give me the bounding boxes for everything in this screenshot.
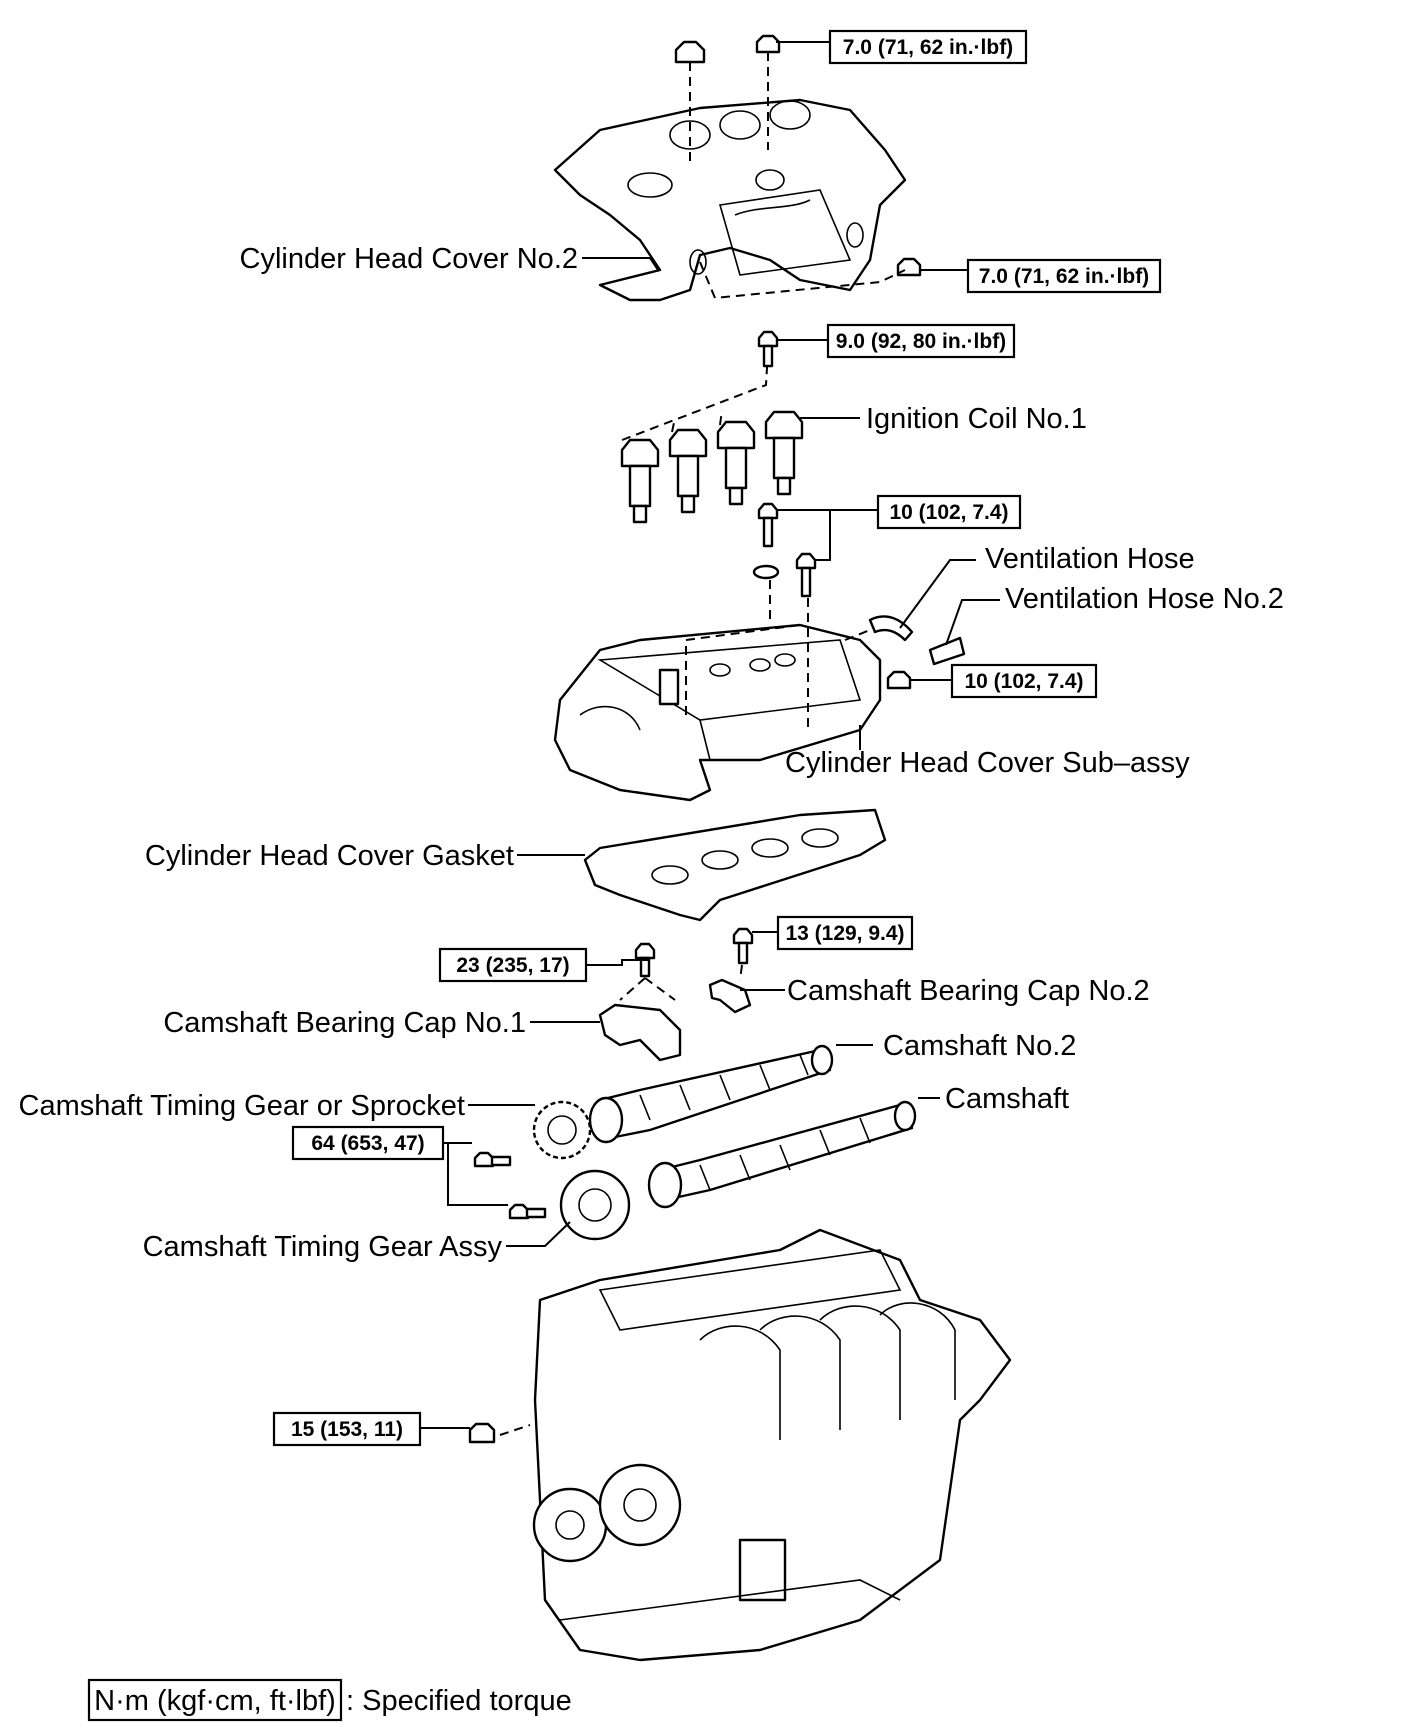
legend-meaning: : Specified torque: [346, 1685, 572, 1717]
torque-box-ignition-coil: 9.0 (92, 80 in.·lbf): [826, 323, 1016, 359]
washer-icon: [752, 564, 780, 580]
torque-box-bearing-cap-no1: 23 (235, 17): [438, 947, 588, 983]
bolt-icon: [757, 330, 817, 598]
torque-box-bearing-cap-no2: 13 (129, 9.4): [776, 915, 914, 951]
label-cylinder-head-cover-gasket: Cylinder Head Cover Gasket: [145, 840, 514, 872]
label-ventilation-hose: Ventilation Hose: [985, 543, 1195, 575]
label-camshaft-no2: Camshaft No.2: [883, 1030, 1076, 1062]
svg-text:9.0 (92, 80 in.·lbf): 9.0 (92, 80 in.·lbf): [836, 330, 1006, 353]
torque-box-cover-top: 7.0 (71, 62 in.·lbf): [828, 29, 1028, 65]
svg-text:64 (653, 47): 64 (653, 47): [311, 1132, 424, 1155]
leader-lines: [420, 41, 968, 1429]
cylinder-head-cover-no2-drawing: [553, 98, 907, 302]
legend-unit-box: [87, 1678, 343, 1722]
ignition-coils-drawing: [620, 410, 804, 524]
svg-text:7.0 (71, 62 in.·lbf): 7.0 (71, 62 in.·lbf): [843, 36, 1013, 59]
torque-box-timing-gear: 64 (653, 47): [291, 1125, 445, 1161]
torque-box-head-cover-side: 10 (102, 7.4): [950, 663, 1098, 699]
camshafts-drawing: [588, 1044, 917, 1209]
cylinder-head-cover-gasket-drawing: [583, 808, 887, 922]
svg-text:15 (153, 11): 15 (153, 11): [291, 1418, 403, 1441]
label-camshaft-timing-gear-assy: Camshaft Timing Gear Assy: [143, 1231, 503, 1263]
timing-gears-drawing: [473, 1100, 631, 1241]
svg-text:13 (129, 9.4): 13 (129, 9.4): [785, 922, 904, 945]
engine-block-drawing: [468, 1228, 1012, 1662]
torque-box-head-cover-top: 10 (102, 7.4): [876, 494, 1022, 530]
label-camshaft-bearing-cap-no1: Camshaft Bearing Cap No.1: [163, 1007, 526, 1039]
label-ventilation-hose-no2: Ventilation Hose No.2: [1005, 583, 1284, 615]
label-ignition-coil-no1: Ignition Coil No.1: [866, 403, 1087, 435]
svg-text:7.0 (71, 62 in.·lbf): 7.0 (71, 62 in.·lbf): [979, 265, 1149, 288]
svg-text:10 (102, 7.4): 10 (102, 7.4): [964, 670, 1083, 693]
label-camshaft-timing-gear-or-sprocket: Camshaft Timing Gear or Sprocket: [19, 1090, 465, 1122]
label-cylinder-head-cover-subassy: Cylinder Head Cover Sub–assy: [785, 747, 1190, 779]
nut-icon: [886, 670, 912, 690]
camshaft-bearing-caps-drawing: [598, 927, 754, 1062]
svg-text:10 (102, 7.4): 10 (102, 7.4): [889, 501, 1008, 524]
label-camshaft-bearing-cap-no2: Camshaft Bearing Cap No.2: [787, 975, 1150, 1007]
cylinder-head-cover-subassy-drawing: [553, 623, 882, 802]
nut-icon: [674, 34, 922, 277]
label-cylinder-head-cover-no2: Cylinder Head Cover No.2: [240, 243, 578, 275]
legend-unit-text: N·m (kgf·cm, ft·lbf): [94, 1685, 336, 1717]
svg-text:23 (235, 17): 23 (235, 17): [456, 954, 569, 977]
ventilation-hoses-drawing: [868, 559, 1000, 666]
torque-box-cover-side: 7.0 (71, 62 in.·lbf): [966, 258, 1162, 294]
label-camshaft: Camshaft: [945, 1083, 1069, 1115]
torque-legend: N·m (kgf·cm, ft·lbf) : Specified torque: [87, 1678, 572, 1722]
torque-box-plug: 15 (153, 11): [272, 1411, 422, 1447]
